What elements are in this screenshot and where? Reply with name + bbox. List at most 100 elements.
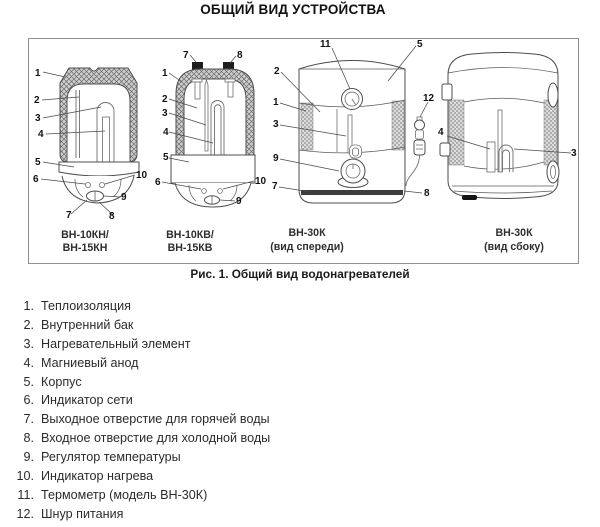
figure-caption: Рис. 1. Общий вид водонагревателей [190, 267, 410, 281]
plug-body [415, 129, 424, 140]
fig3-callout: 5 [417, 39, 423, 50]
part-name: Индикатор сети [41, 393, 133, 408]
part-name: Корпус [41, 374, 82, 389]
figure-bh10kh-cutaway: 1 2 3 4 5 6 10 9 7 8 ВН-10КН/ ВН-15КН [33, 67, 148, 254]
magnesium-anode [102, 116, 110, 163]
power-indicator [201, 188, 207, 194]
part-item-9: 9. Регулятор температуры [0, 448, 560, 467]
water-heater-diagram: 1 2 3 4 5 6 10 9 7 8 ВН-10КН/ ВН-15КН [33, 39, 577, 254]
part-number: 8. [23, 431, 34, 446]
base-band [301, 190, 403, 195]
magnesium-anode [486, 141, 496, 173]
fig1-callout: 7 [66, 210, 72, 221]
fig3-leaders [278, 45, 429, 194]
fig1-callout: 4 [38, 129, 44, 140]
fig4-leaders [446, 135, 572, 154]
fig2-callout: 10 [255, 176, 267, 187]
fig4-caption-line1: ВН-30К [495, 227, 533, 239]
figure-frame: 1 2 3 4 5 6 10 9 7 8 ВН-10КН/ ВН-15КН [28, 38, 579, 264]
side-hatch-left [448, 99, 465, 166]
fig2-callout: 6 [155, 177, 161, 188]
cord-outlet [462, 195, 477, 200]
fig4-callout: 3 [571, 148, 577, 159]
fig1-caption-line2: ВН-15КН [63, 242, 108, 254]
fig3-callout: 8 [424, 188, 430, 199]
part-number: 3. [23, 336, 34, 351]
part-name: Шнур питания [41, 506, 124, 521]
fig1-leaders [40, 71, 136, 216]
part-number: 7. [23, 412, 34, 427]
fig1-callout: 9 [121, 192, 127, 203]
fig3-callout: 1 [273, 97, 279, 108]
part-item-11: 11. Термометр (модель ВН-30К) [0, 486, 560, 505]
power-indicator [85, 181, 92, 188]
part-name: Входное отверстие для холодной воды [41, 431, 271, 446]
mounting-bracket-lower [439, 142, 451, 157]
fig2-callout: 7 [183, 50, 189, 61]
fig2-caption-line2: ВН-15КВ [168, 242, 213, 254]
fig2-callout: 1 [162, 68, 168, 79]
inlet-tube [227, 81, 234, 98]
inlet-tube [224, 78, 236, 83]
part-item-6: 6. Индикатор сети [0, 391, 560, 410]
fig2-callout: 8 [237, 50, 243, 61]
temperature-knob [340, 158, 366, 184]
thermometer-needle [351, 98, 356, 105]
heating-indicator [99, 181, 106, 188]
part-name: Внутренний бак [41, 317, 134, 332]
fig2-callout: 9 [236, 196, 242, 207]
bottom-cap [61, 175, 135, 204]
part-number: 2. [23, 317, 34, 332]
part-number: 11. [17, 487, 34, 502]
fig2-callout: 5 [163, 152, 169, 163]
fig3-callout: 12 [423, 93, 435, 104]
fig3-callout: 11 [320, 39, 331, 50]
part-name: Магниевый анод [41, 355, 139, 370]
base-curve [453, 190, 553, 194]
fig1-callout: 1 [35, 68, 41, 79]
parts-list: 1. Теплоизоляция 2. Внутренний бак 3. На… [0, 297, 560, 524]
outlet-tube [194, 81, 201, 100]
fig2-leaders [161, 54, 255, 202]
body-side [447, 52, 559, 199]
part-name: Нагревательный элемент [41, 336, 191, 351]
fig2-callout: 2 [162, 94, 168, 105]
side-hatch-right [543, 99, 558, 166]
heating-element-bend [498, 144, 514, 172]
figure-bh10kb-cutaway: 7 8 1 2 3 4 5 6 10 9 ВН-10КВ/ ВН-15КВ [155, 50, 267, 254]
fig1-callout: 3 [35, 113, 41, 124]
heating-element-tube [96, 102, 115, 162]
part-name: Индикатор нагрева [41, 469, 154, 484]
side-fitting-upper [547, 82, 559, 108]
part-item-5: 5. Корпус [0, 373, 560, 392]
part-item-7: 7. Выходное отверстие для горячей воды [0, 410, 560, 429]
page-title: ОБЩИЙ ВИД УСТРОЙСТВА [200, 2, 386, 17]
housing-band [58, 161, 140, 177]
fig4-caption-line2: (вид сбоку) [484, 241, 544, 253]
fig3-callout: 9 [273, 153, 279, 164]
housing-band [170, 154, 256, 184]
part-name: Выходное отверстие для горячей воды [41, 412, 270, 427]
side-fitting-lower-inner [550, 165, 556, 179]
mounting-bracket-upper [441, 83, 453, 101]
thermometer-dial-inner [344, 91, 360, 107]
side-fitting-lower [546, 160, 560, 184]
fig3-callout: 3 [273, 119, 279, 130]
fig1-callout: 2 [34, 95, 40, 106]
part-item-12: 12. Шнур питания [0, 505, 560, 524]
cap-seam [74, 178, 84, 198]
part-item-2: 2. Внутренний бак [0, 316, 560, 335]
part-number: 12. [16, 506, 34, 521]
part-name: Регулятор температуры [41, 450, 181, 465]
part-number: 10. [16, 469, 34, 484]
fig2-callout: 4 [163, 127, 169, 138]
figure-bh30k-front: 11 5 2 1 3 12 9 7 8 ВН-30К (вид спереди) [270, 39, 434, 253]
part-item-1: 1. Теплоизоляция [0, 297, 560, 316]
cord-wire [405, 154, 420, 187]
fig2-callout: 3 [162, 108, 168, 119]
panel-seam-upper [463, 97, 545, 104]
fig1-caption-line1: ВН-10КН/ [61, 229, 109, 241]
heating-element-bend-inner [502, 149, 510, 172]
fig1-callout: 10 [136, 170, 148, 181]
part-number: 1. [23, 299, 34, 313]
